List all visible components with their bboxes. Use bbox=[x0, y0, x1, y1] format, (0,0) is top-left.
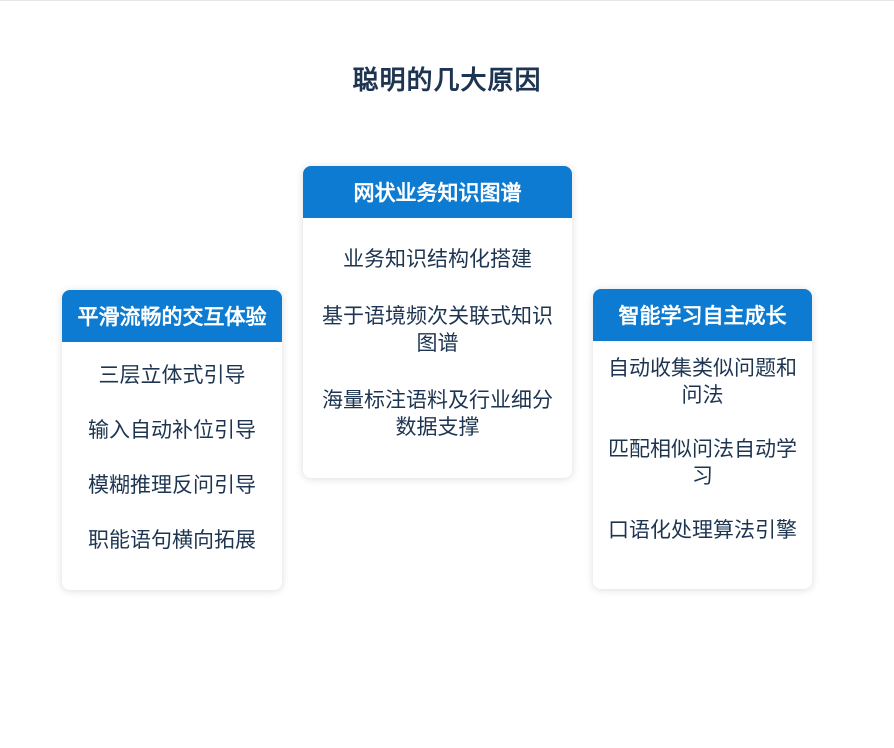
list-item: 匹配相似问法自动学习 bbox=[608, 437, 797, 488]
top-divider bbox=[0, 0, 894, 1]
list-item: 口语化处理算法引擎 bbox=[608, 518, 797, 542]
list-item: 自动收集类似问题和问法 bbox=[608, 356, 797, 407]
list-item: 基于语境频次关联式知识图谱 bbox=[322, 304, 553, 355]
card-header: 网状业务知识图谱 bbox=[303, 166, 572, 218]
card-knowledge-graph: 网状业务知识图谱 业务知识结构化搭建 基于语境频次关联式知识图谱 海量标注语料及… bbox=[303, 166, 572, 478]
card-smooth-interaction: 平滑流畅的交互体验 三层立体式引导 输入自动补位引导 模糊推理反问引导 职能语句… bbox=[62, 290, 282, 590]
list-item: 三层立体式引导 bbox=[98, 363, 246, 387]
card-self-learning: 智能学习自主成长 自动收集类似问题和问法 匹配相似问法自动学习 口语化处理算法引… bbox=[593, 289, 812, 589]
list-item: 业务知识结构化搭建 bbox=[343, 247, 532, 271]
card-body: 自动收集类似问题和问法 匹配相似问法自动学习 口语化处理算法引擎 bbox=[593, 341, 812, 544]
list-item: 职能语句横向拓展 bbox=[88, 528, 256, 552]
card-header: 智能学习自主成长 bbox=[593, 289, 812, 341]
card-body: 业务知识结构化搭建 基于语境频次关联式知识图谱 海量标注语料及行业细分数据支撑 bbox=[303, 218, 572, 441]
list-item: 海量标注语料及行业细分数据支撑 bbox=[322, 388, 553, 439]
card-body: 三层立体式引导 输入自动补位引导 模糊推理反问引导 职能语句横向拓展 bbox=[62, 342, 282, 554]
page-title: 聪明的几大原因 bbox=[352, 66, 542, 96]
list-item: 模糊推理反问引导 bbox=[88, 473, 256, 497]
list-item: 输入自动补位引导 bbox=[88, 418, 256, 442]
card-header: 平滑流畅的交互体验 bbox=[62, 290, 282, 342]
